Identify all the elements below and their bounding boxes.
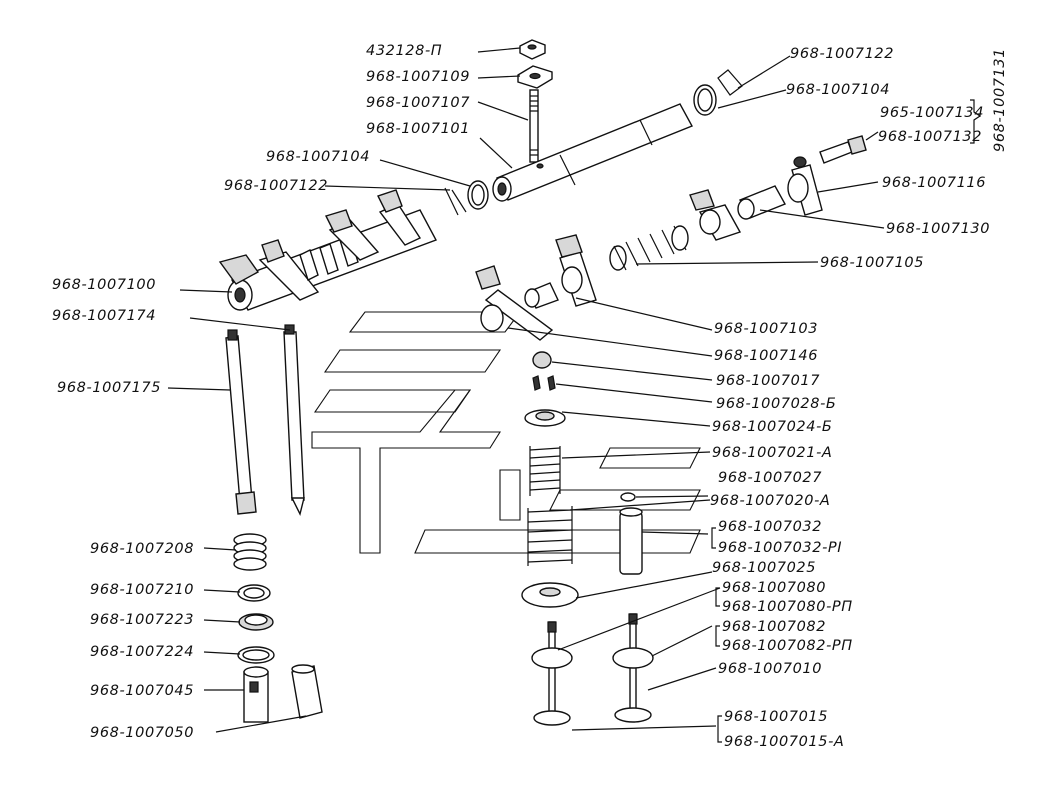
label: 968-1007028-Б	[716, 396, 836, 412]
spring-retainer-1007024	[524, 409, 566, 427]
label: 968-1007050	[90, 725, 194, 741]
label: 968-1007017	[716, 373, 820, 389]
label: 968-1007015	[724, 709, 828, 725]
label: 968-1007122	[224, 178, 328, 194]
leader-lines	[167, 47, 982, 743]
label: 968-1007032	[718, 519, 822, 535]
keeper-1007017	[532, 375, 541, 391]
label: 968-1007020-А	[710, 493, 830, 509]
bushing-1007130	[689, 185, 786, 241]
valve-guide-1007032	[619, 507, 643, 575]
label: 968-1007100	[52, 277, 156, 293]
label: 968-1007132	[878, 129, 982, 145]
label: 968-1007025	[712, 560, 816, 576]
label: 968-1007107	[366, 95, 470, 111]
label: 968-1007105	[820, 255, 924, 271]
valve-left	[531, 621, 573, 726]
label: 968-1007032-РI	[718, 540, 842, 556]
label: 968-1007080	[722, 580, 826, 596]
nut-432128	[519, 39, 546, 60]
label: 968-1007101	[366, 121, 470, 137]
watermark	[311, 311, 701, 554]
washer-1007027	[620, 492, 636, 502]
label: 968-1007027	[718, 470, 822, 486]
label: 968-1007109	[366, 69, 470, 85]
pushrod-1007174	[283, 324, 305, 517]
label: 432128-П	[366, 43, 442, 59]
label: 968-1007131	[992, 48, 1008, 152]
label: 968-1007174	[52, 308, 156, 324]
rocker-assembly-1007100	[218, 189, 437, 311]
adjusting-screw	[819, 135, 867, 164]
cap-1007146	[532, 351, 552, 369]
pushrod-1007175	[225, 329, 257, 515]
label: 968-1007104	[786, 82, 890, 98]
part-labels: 432128-П 968-1007109 968-1007107 968-100…	[52, 43, 1008, 750]
inner-spring-1007021	[529, 446, 561, 496]
label: 968-1007122	[790, 46, 894, 62]
rocker-arm-1007116	[787, 156, 823, 216]
washer-1007109	[517, 65, 553, 89]
keeper-1007028	[547, 375, 556, 391]
rocker-shaft-1007101	[492, 103, 693, 202]
ring-1007223	[238, 613, 274, 631]
label: 968-1007024-Б	[712, 419, 832, 435]
label: 968-1007146	[714, 348, 818, 364]
label: 968-1007080-РП	[722, 599, 853, 615]
washer-1007025	[521, 582, 579, 608]
label: 968-1007103	[714, 321, 818, 337]
spring-clip-1007122-right	[717, 69, 743, 96]
outer-spring-1007020	[527, 506, 573, 566]
stud-1007107	[529, 89, 539, 163]
label: 968-1007224	[90, 644, 194, 660]
spring-clip-1007122-left	[444, 187, 467, 216]
spring-1007208	[233, 533, 267, 571]
rocker-arm-1007103	[475, 234, 597, 341]
label: 968-1007208	[90, 541, 194, 557]
spring-1007105	[609, 225, 689, 271]
tappet-1007045	[243, 666, 269, 723]
label: 968-1007082-РП	[722, 638, 853, 654]
label: 968-1007010	[718, 661, 822, 677]
ring-1007210	[237, 584, 271, 602]
label: 968-1007045	[90, 683, 194, 699]
label: 968-1007210	[90, 582, 194, 598]
label: 968-1007116	[882, 175, 986, 191]
label: 968-1007021-А	[712, 445, 832, 461]
label: 968-1007223	[90, 612, 194, 628]
label: 968-1007082	[722, 619, 826, 635]
valve-right	[612, 613, 654, 723]
label: 968-1007104	[266, 149, 370, 165]
label: 965-1007134	[880, 105, 984, 121]
ring-1007224	[237, 646, 275, 664]
tappet-guide-1007050	[291, 664, 323, 719]
label: 968-1007130	[886, 221, 990, 237]
label: 968-1007175	[57, 380, 161, 396]
label: 968-1007015-А	[724, 734, 844, 750]
